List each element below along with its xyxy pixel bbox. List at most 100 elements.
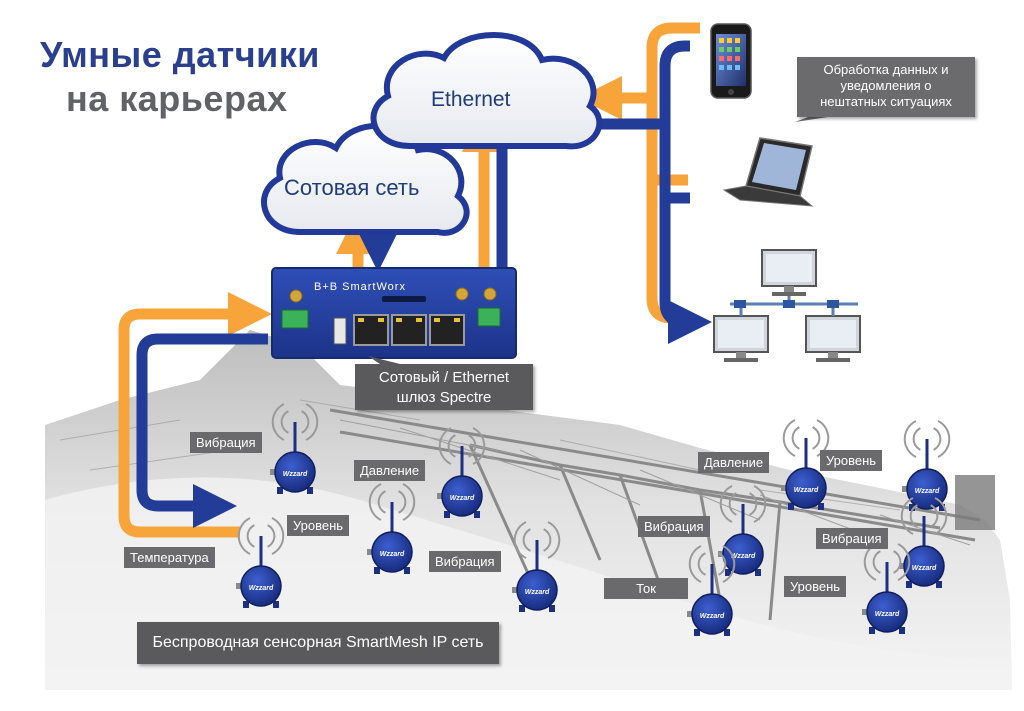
gateway-callout-tail (368, 356, 400, 364)
wireless-sensor-icon: Wzzard (862, 543, 911, 634)
sensor-mount-tab (909, 504, 915, 511)
sensor-tag-temperature: Температура (124, 547, 215, 568)
signal-wave-icon (903, 420, 917, 458)
signal-wave-icon (728, 492, 737, 516)
signal-wave-icon (368, 483, 382, 521)
sensor-body (785, 467, 827, 509)
wireless-sensor-icon: Wzzard (270, 403, 319, 494)
sensor-mount-tab (869, 627, 875, 634)
processing-callout-line-2: уведомления о (840, 78, 932, 93)
signal-wave-icon (909, 504, 918, 528)
signal-wave-icon (543, 528, 552, 552)
signal-wave-icon (398, 490, 407, 514)
blue-arrow-gateway-to-sensors (136, 333, 268, 528)
sensor-connector (687, 611, 693, 617)
sensor-brand-text: Wzzard (525, 589, 550, 596)
sensor-connector (899, 563, 905, 569)
sensor-body (516, 569, 558, 611)
signal-wave-icon (930, 504, 939, 528)
processing-callout: Обработка данных и уведомления о нештатн… (797, 57, 975, 117)
title-line-2: на карьерах (66, 78, 288, 119)
wireless-sensor-icon: Wzzard (236, 517, 285, 608)
signal-wave-icon (246, 524, 255, 548)
signal-wave-icon (933, 427, 942, 451)
sensor-mount-tab (243, 601, 249, 608)
sensor-body (722, 533, 764, 575)
sensor-body (371, 531, 413, 573)
sensor-mount-tab (474, 511, 480, 518)
signal-wave-icon (893, 550, 902, 574)
sensor-tag-current: Ток (604, 578, 688, 599)
sensor-mount-tab (725, 569, 731, 576)
signal-wave-icon (782, 419, 796, 457)
smartphone-icon (710, 23, 752, 99)
signal-wave-icon (547, 521, 561, 559)
gateway-router-icon: B+B SmartWorx (271, 267, 517, 359)
signal-wave-icon (472, 427, 486, 465)
processing-callout-line-1: Обработка данных и (823, 62, 949, 77)
sensor-mount-tab (939, 504, 945, 511)
gateway-callout-line-1: Сотовый / Ethernet (378, 369, 510, 386)
signal-wave-icon (912, 427, 921, 451)
signal-wave-icon (447, 434, 456, 458)
signal-wave-icon (438, 427, 452, 465)
sensor-mount-tab (899, 627, 905, 634)
signal-wave-icon (812, 426, 821, 450)
sensor-body (274, 451, 316, 493)
signal-wave-icon (937, 420, 951, 458)
signal-wave-icon (237, 517, 251, 555)
sensor-connector (512, 587, 518, 593)
sensor-mount-tab (444, 511, 450, 518)
signal-wave-icon (305, 403, 319, 441)
sensor-tag-vibration-3: Вибрация (638, 516, 710, 537)
wireless-sensor-icon: Wzzard (899, 497, 948, 588)
ethernet-cloud-label: Ethernet (431, 88, 511, 111)
signal-wave-icon (934, 497, 948, 535)
signal-wave-icon (271, 403, 285, 441)
signal-wave-icon (753, 485, 767, 523)
signal-wave-icon (697, 552, 706, 576)
sensor-tag-vibration-1: Вибрация (190, 432, 262, 453)
sensor-mount-tab (374, 567, 380, 574)
sensor-brand-text: Wzzard (249, 585, 274, 592)
signal-wave-icon (468, 434, 477, 458)
sensor-mount-tab (755, 569, 761, 576)
sensor-connector (270, 469, 276, 475)
processing-callout-tail (795, 117, 828, 122)
laptop-icon (722, 137, 814, 207)
signal-wave-icon (722, 545, 736, 583)
sensor-brand-text: Wzzard (700, 613, 725, 620)
sensor-body (903, 545, 945, 587)
sensor-connector (437, 493, 443, 499)
sensor-mount-tab (404, 567, 410, 574)
network-computers-icon (713, 249, 861, 362)
sensor-brand-text: Wzzard (450, 495, 475, 502)
signal-wave-icon (301, 410, 310, 434)
signal-wave-icon (513, 521, 527, 559)
sensor-brand-text: Wzzard (794, 487, 819, 494)
wireless-sensor-icon: Wzzard (781, 419, 830, 510)
sensor-brand-text: Wzzard (731, 553, 756, 560)
sensor-connector (236, 583, 242, 589)
sensor-mount-tab (906, 581, 912, 588)
signal-wave-icon (267, 524, 276, 548)
sensor-mount-tab (936, 581, 942, 588)
data-flow-arrows (118, 22, 700, 538)
sensor-body (441, 475, 483, 517)
sensor-brand-text: Wzzard (912, 565, 937, 572)
orange-arrow-sensors-to-gateway (118, 292, 272, 538)
sensor-body (240, 565, 282, 607)
sensor-connector (862, 609, 868, 615)
signal-wave-icon (749, 492, 758, 516)
sensor-tag-level-3: Уровень (784, 576, 847, 597)
signal-wave-icon (522, 528, 531, 552)
processing-callout-line-3: нештатных ситуациях (820, 94, 952, 109)
wireless-sensor-icon: Wzzard (367, 483, 416, 574)
ethernet-cloud-icon (370, 32, 603, 150)
sensor-brand-text: Wzzard (915, 488, 940, 495)
cellular-cloud-label: Сотовая сеть (284, 175, 420, 200)
signal-wave-icon (280, 410, 289, 434)
sensor-mount-tab (724, 629, 730, 636)
sensor-tag-vibration-2: Вибрация (429, 551, 501, 572)
wireless-sensor-icon: Wzzard (902, 420, 951, 511)
